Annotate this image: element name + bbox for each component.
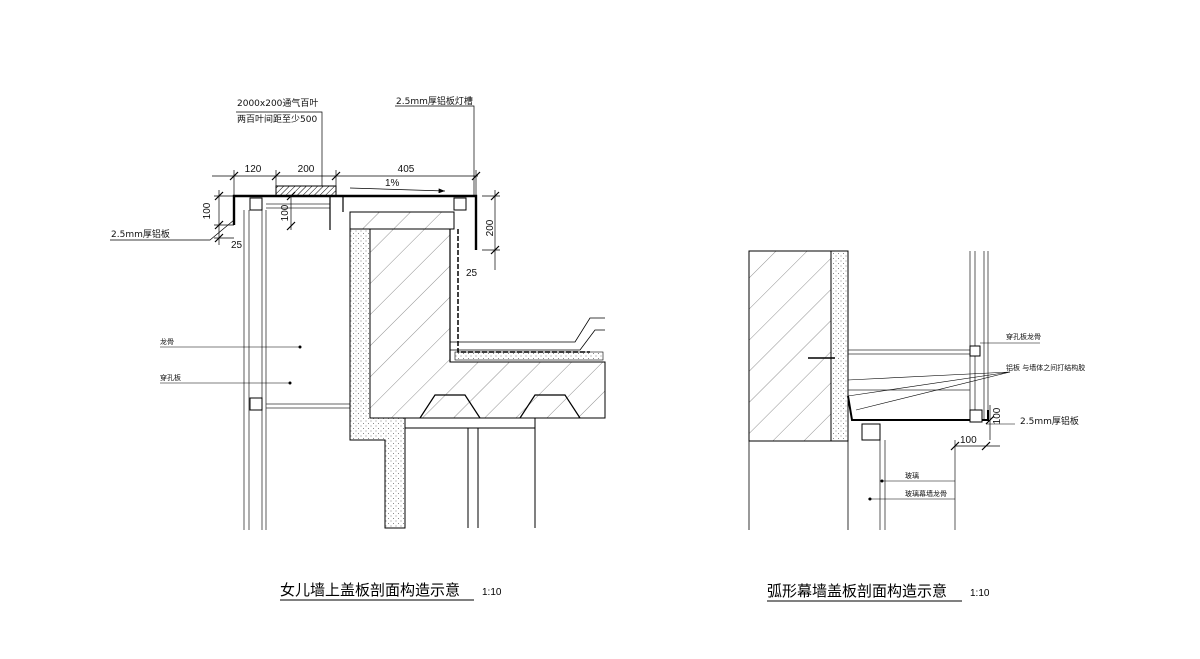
- perf-keel-note: 穿孔板龙骨: [1006, 332, 1041, 341]
- steel-deck: [419, 394, 581, 419]
- mullion-note: 龙骨: [160, 337, 174, 346]
- slope-label: 1%: [385, 178, 400, 189]
- cap-bracket-square: [453, 197, 467, 211]
- dim-v100b: 100: [280, 204, 291, 221]
- roof-layers: [450, 317, 605, 343]
- right-square-bottom: [969, 409, 983, 423]
- bracket-lines: [266, 203, 350, 409]
- right-detail-title: 弧形幕墙盖板剖面构造示意: [767, 582, 947, 600]
- left-vertical-dims: [214, 190, 296, 245]
- right-section-detail: 穿孔板龙骨 铝板 与墙体之间打结构胶 2.5mm厚铝板 100 100 玻璃 玻…: [748, 250, 1085, 602]
- right-dim-v100: 100: [992, 407, 1003, 424]
- mullion-square-top: [249, 197, 263, 211]
- dim-v25a: 25: [231, 240, 243, 251]
- right-curtain-mullions: [879, 251, 989, 530]
- right-dims: [950, 405, 1000, 451]
- glass-note: 玻璃: [905, 471, 919, 480]
- parapet-concrete-wall: [369, 228, 606, 419]
- glass-keel-note: 玻璃幕墙龙骨: [905, 489, 947, 498]
- left-detail-scale: 1:10: [482, 587, 502, 598]
- waterproof-membrane: [457, 229, 590, 353]
- mullion-square-bottom: [249, 397, 263, 411]
- right-insulation: [830, 250, 849, 442]
- top-dimension-lines: [212, 170, 481, 196]
- concrete-coping: [349, 211, 455, 230]
- dim-v100a: 100: [202, 202, 213, 219]
- vent-louvre: [275, 185, 337, 197]
- right-frame-lines: [848, 349, 970, 391]
- right-plate-note: 2.5mm厚铝板: [1020, 415, 1079, 427]
- vent-note-line1: 2000x200通气百叶: [237, 97, 318, 109]
- right-detail-scale: 1:10: [970, 588, 990, 599]
- slope-arrow: [349, 187, 446, 194]
- vent-leader: [236, 111, 323, 186]
- left-section-detail: 120 200 405 1% 100 100 25: [110, 95, 606, 601]
- dim-120: 120: [245, 164, 262, 175]
- right-concrete-wall: [748, 250, 832, 442]
- left-detail-title: 女儿墙上盖板剖面构造示意: [280, 581, 460, 599]
- perforated-note: 穿孔板: [160, 373, 181, 382]
- right-lower-wall: [748, 440, 849, 530]
- aluminum-cap-plate: [232, 194, 478, 250]
- dim-405: 405: [398, 164, 415, 175]
- sealant-note: 铝板 与墙体之间打结构胶: [1006, 363, 1085, 372]
- dim-v25b: 25: [466, 268, 478, 279]
- dim-v200: 200: [485, 219, 496, 236]
- plate-leader: [110, 219, 235, 241]
- right-vertical-dims: [482, 190, 500, 270]
- dim-200: 200: [298, 164, 315, 175]
- plate-note: 2.5mm厚铝板: [111, 228, 170, 240]
- gutter-note: 2.5mm厚铝板灯槽: [396, 95, 473, 107]
- steel-beam: [404, 418, 536, 528]
- vent-note-line2: 两百叶间距至少500: [237, 113, 317, 125]
- right-aluminum-plate: [847, 395, 989, 421]
- right-dim-h100: 100: [960, 435, 977, 446]
- gutter-leader: [395, 105, 475, 196]
- right-square-low: [861, 423, 881, 441]
- right-square-top: [969, 345, 981, 357]
- left-mullion-lines: [243, 210, 267, 530]
